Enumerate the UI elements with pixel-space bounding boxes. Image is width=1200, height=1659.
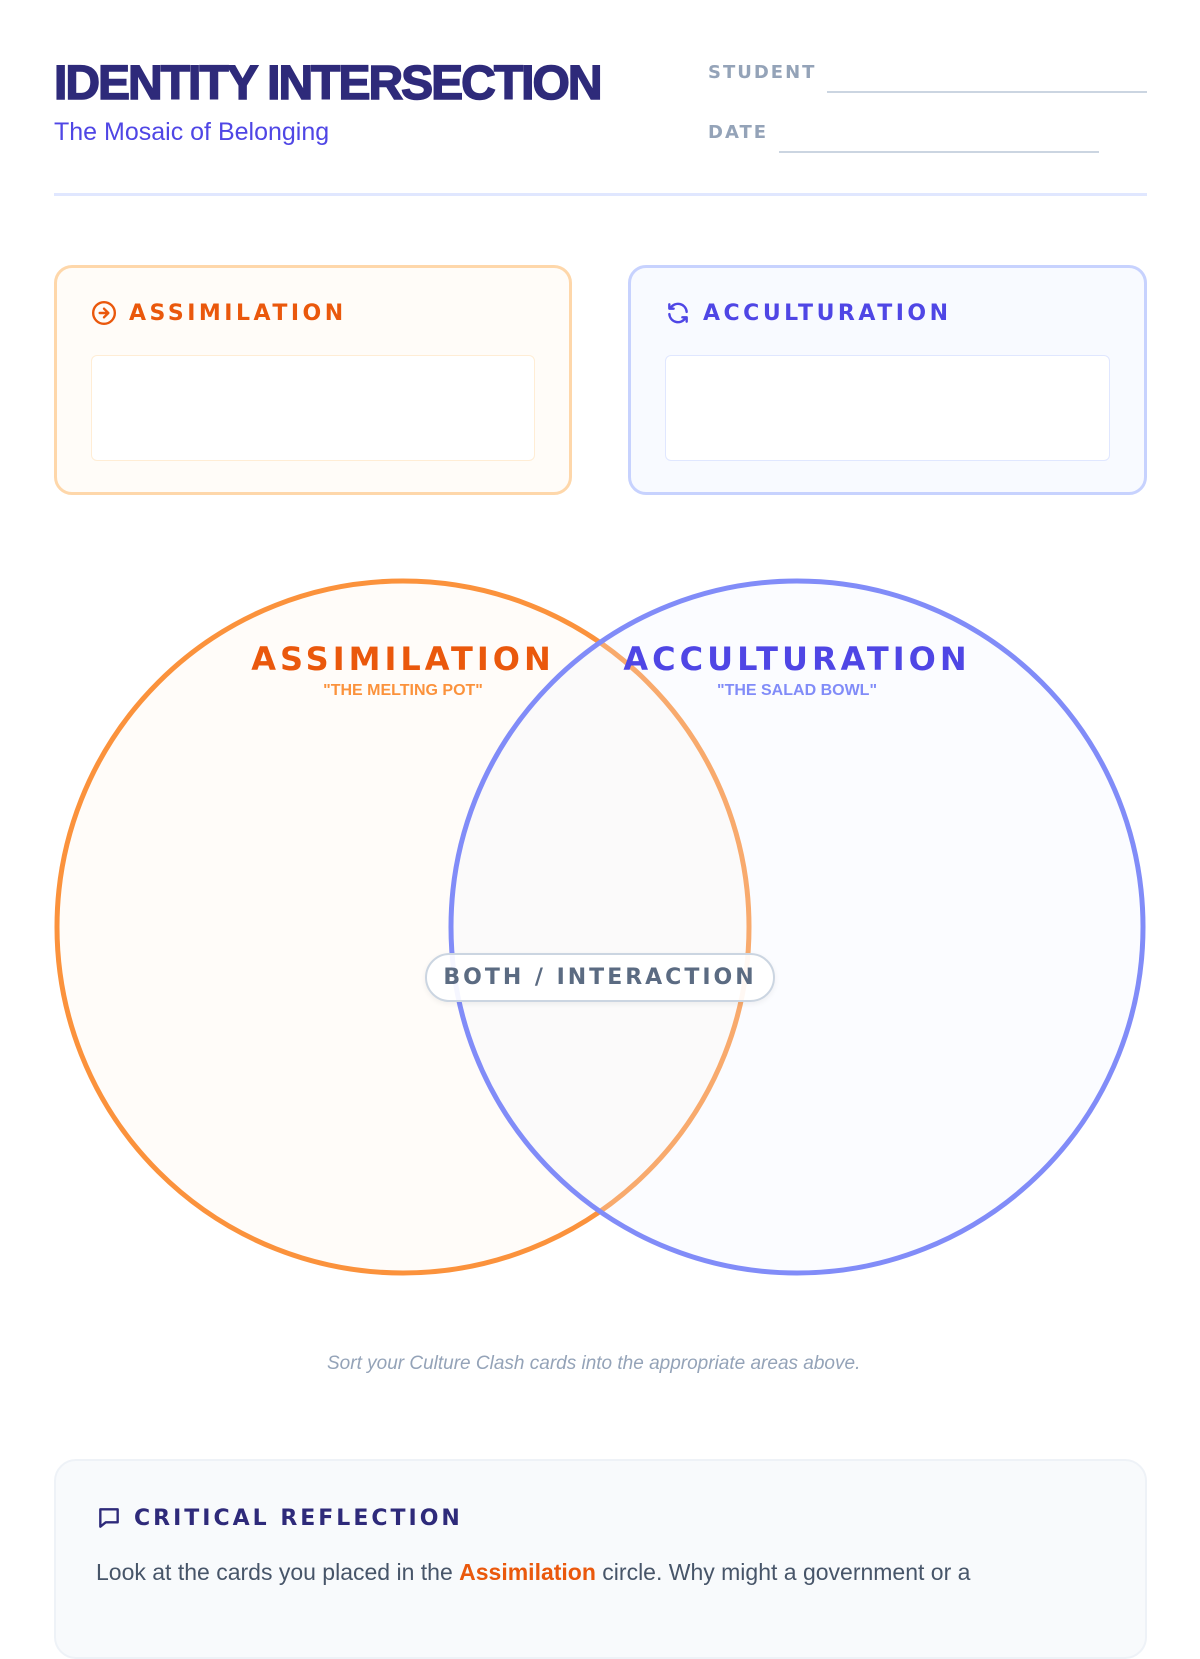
assimilation-input-box[interactable] bbox=[91, 355, 535, 461]
date-field[interactable] bbox=[779, 151, 1099, 153]
assimilation-circle[interactable] bbox=[54, 578, 752, 1276]
overlap-badge: BOTH / INTERACTION bbox=[425, 953, 775, 1002]
speech-bubble-icon bbox=[99, 1508, 119, 1528]
venn-right-subtitle: "THE SALAD BOWL" bbox=[716, 682, 878, 699]
venn-right-label: ACCULTURATION "THE SALAD BOWL" bbox=[623, 640, 970, 700]
venn-left-subtitle: "THE MELTING POT" bbox=[323, 682, 483, 699]
venn-left-label: ASSIMILATION "THE MELTING POT" bbox=[251, 640, 554, 700]
page-title: IDENTITY INTERSECTION bbox=[53, 56, 603, 111]
instruction-caption: Sort your Culture Clash cards into the a… bbox=[327, 1353, 861, 1374]
assimilation-card-label: ASSIMILATION bbox=[129, 300, 347, 326]
acculturation-card: ACCULTURATION bbox=[628, 265, 1147, 495]
assimilation-card: ASSIMILATION bbox=[54, 265, 572, 495]
critical-reflection-card: CRITICAL REFLECTION Look at the cards yo… bbox=[54, 1459, 1147, 1659]
date-label: DATE bbox=[708, 122, 769, 143]
reflection-text-after: circle. Why might a government or a bbox=[595, 1559, 971, 1585]
venn-right-title: ACCULTURATION bbox=[623, 640, 971, 678]
reflection-prompt: Look at the cards you placed in the Assi… bbox=[96, 1559, 970, 1586]
header-divider bbox=[54, 193, 1147, 196]
page-subtitle: The Mosaic of Belonging bbox=[54, 118, 330, 146]
acculturation-circle[interactable] bbox=[448, 578, 1146, 1276]
arrow-right-circle-icon bbox=[91, 300, 117, 326]
acculturation-card-label: ACCULTURATION bbox=[703, 300, 952, 326]
student-field[interactable] bbox=[827, 91, 1147, 93]
venn-left-title: ASSIMILATION bbox=[251, 640, 555, 678]
refresh-icon bbox=[668, 302, 688, 324]
student-label: STUDENT bbox=[708, 62, 817, 83]
reflection-highlight: Assimilation bbox=[459, 1559, 596, 1585]
reflection-text-before: Look at the cards you placed in the bbox=[96, 1559, 460, 1585]
reflection-title: CRITICAL REFLECTION bbox=[134, 1505, 463, 1531]
acculturation-input-box[interactable] bbox=[665, 355, 1110, 461]
venn-diagram bbox=[54, 578, 1146, 1276]
